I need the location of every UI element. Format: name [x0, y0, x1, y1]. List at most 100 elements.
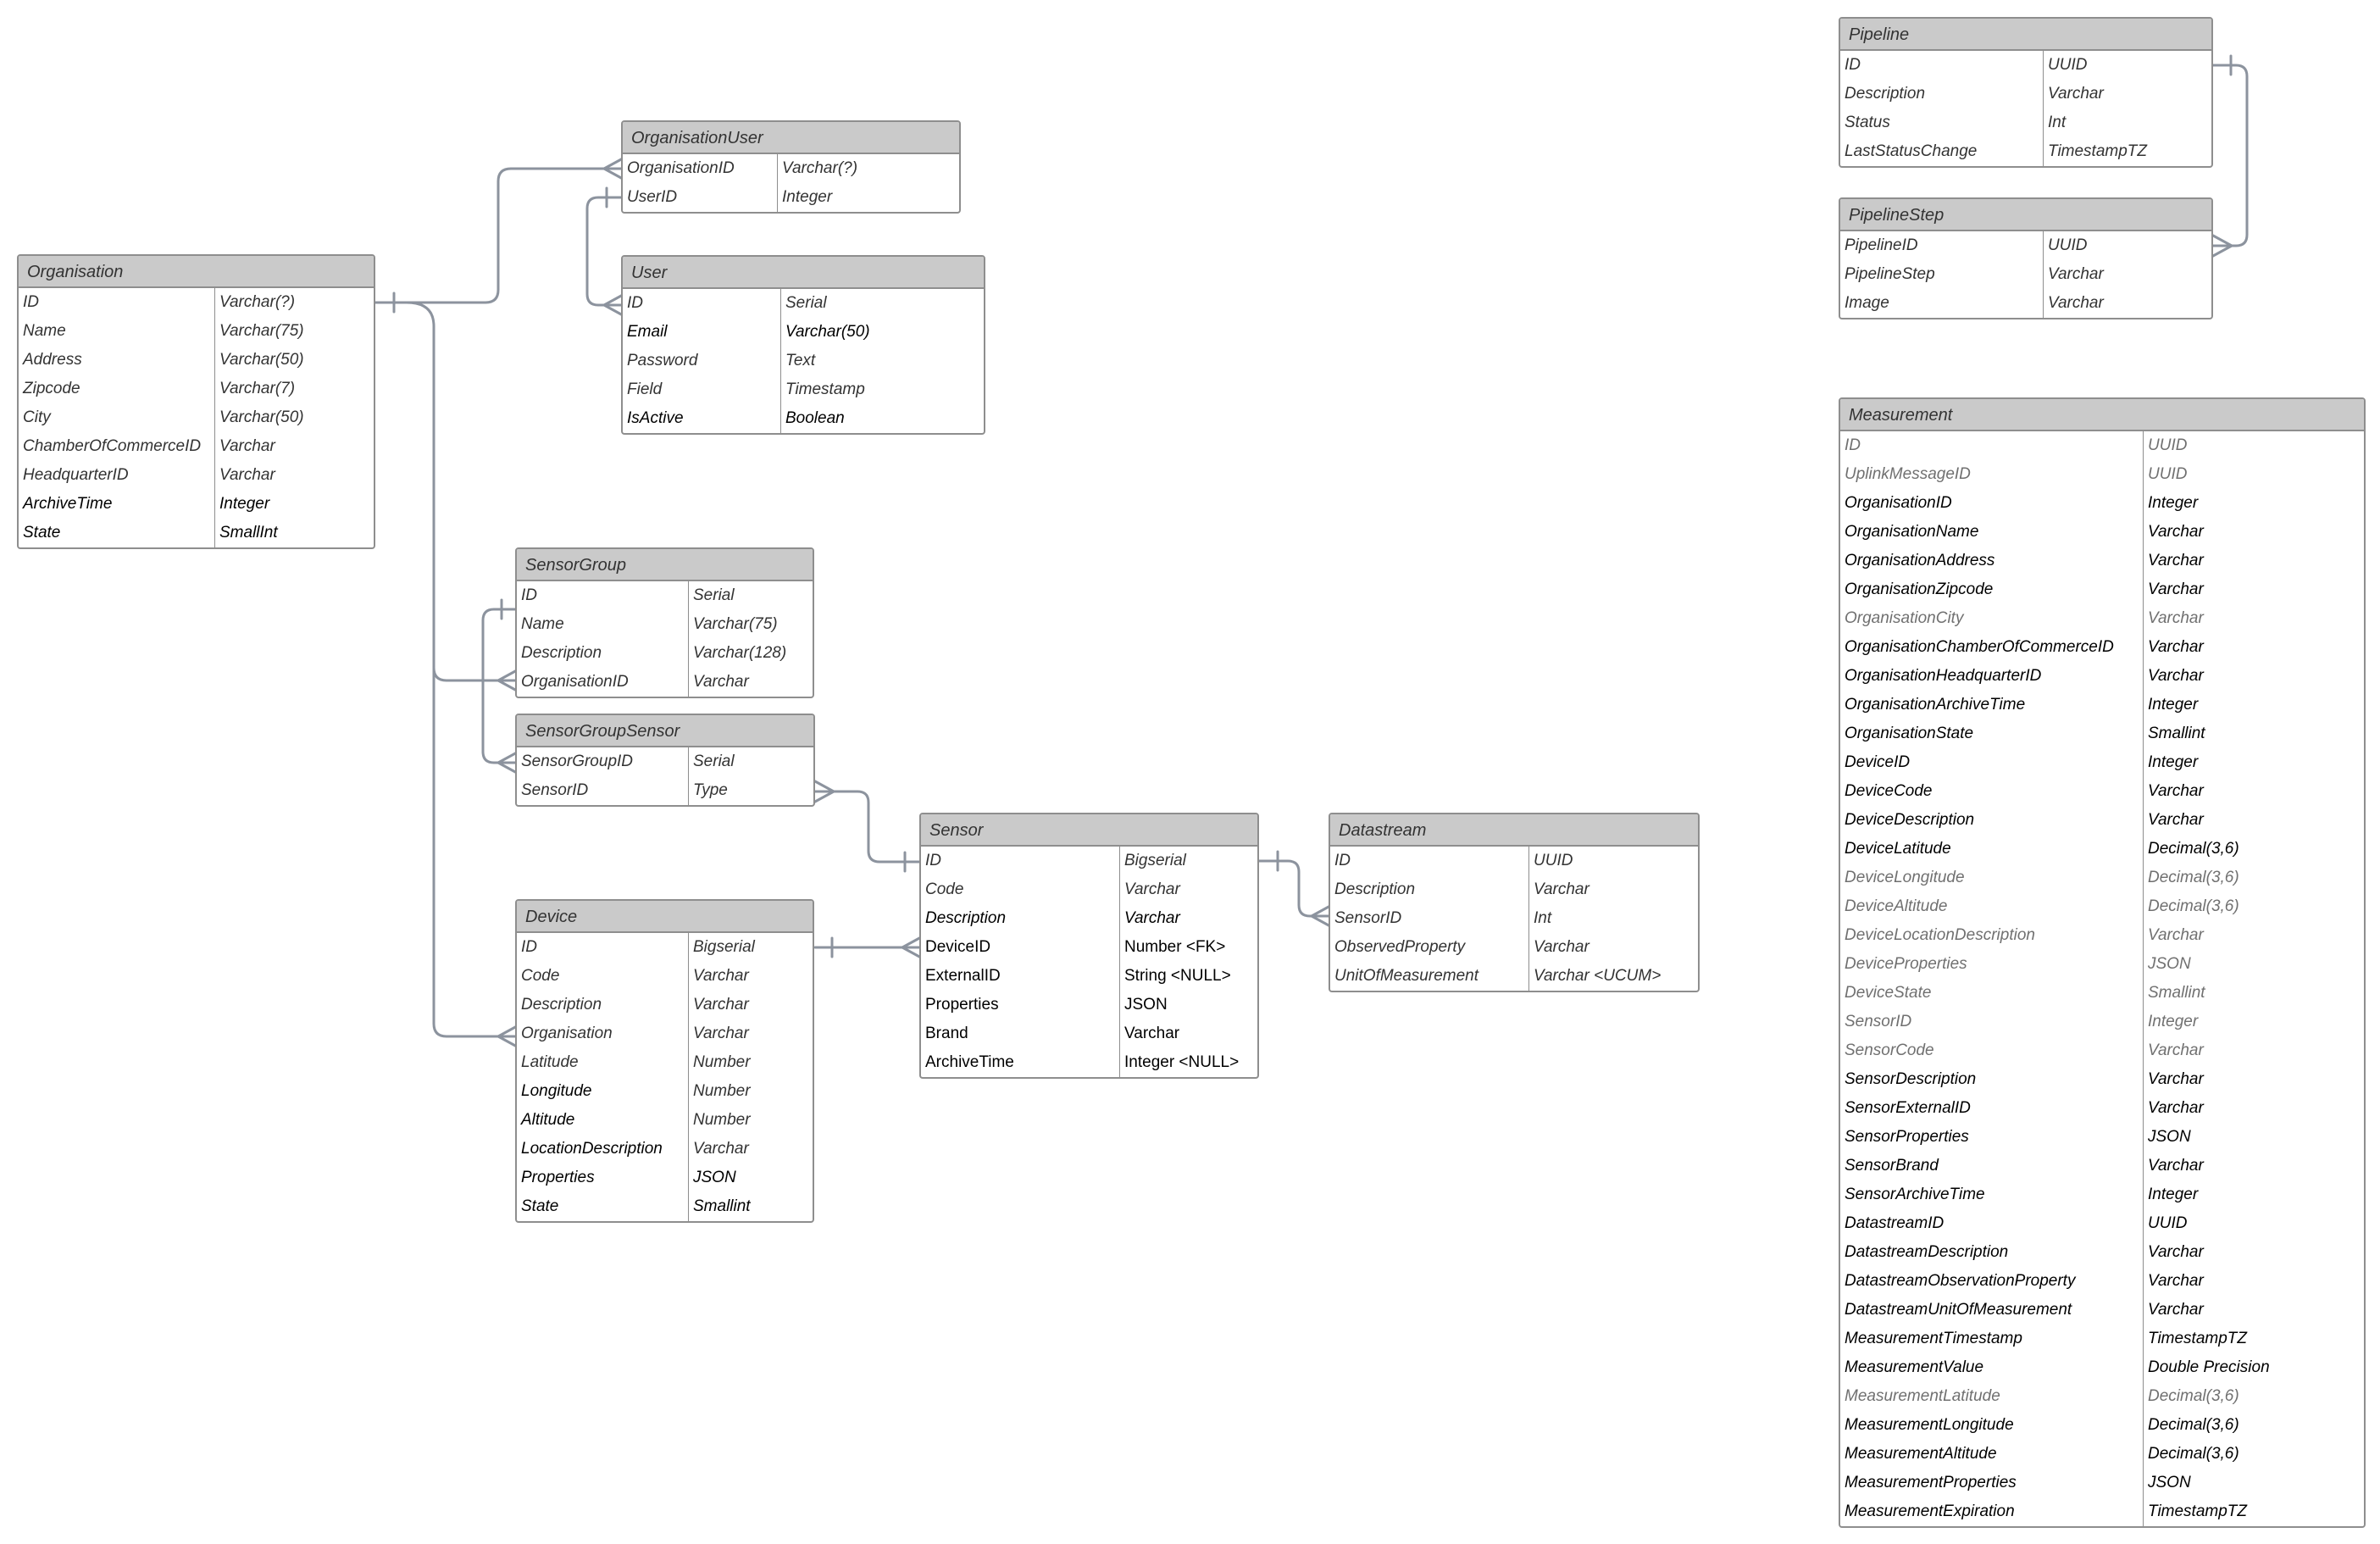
field-name: OrganisationChamberOfCommerceID [1840, 633, 2144, 662]
field-type: Varchar(50) [785, 323, 870, 341]
field-type: Varchar [2148, 580, 2204, 598]
connector-pipeline-pipelinestep [2211, 64, 2249, 247]
field-type: Varchar [2048, 294, 2104, 312]
field-name: Latitude [517, 1048, 689, 1077]
field-name: OrganisationCity [1840, 604, 2144, 633]
field-type: Number [693, 1111, 751, 1129]
field-type: UUID [2048, 236, 2088, 254]
connector-sensor-datastream [1257, 859, 1332, 918]
field-type: Integer [219, 495, 270, 513]
field-type: Varchar(75) [693, 615, 778, 633]
field-name: Zipcode [19, 375, 215, 403]
field-name: Password [623, 347, 781, 375]
field-type: Decimal(3,6) [2148, 1445, 2239, 1463]
field-type: Varchar [219, 437, 275, 455]
field-type: Varchar [1534, 880, 1589, 898]
field-name: Code [517, 962, 689, 991]
entity-pipelinestep[interactable]: PipelineStep PipelineID UUID PipelineSte… [1839, 197, 2213, 319]
field-type: Integer [2148, 696, 2199, 714]
field-type: Varchar [1534, 938, 1589, 956]
field-name: OrganisationArchiveTime [1840, 691, 2144, 719]
field-name: Description [517, 991, 689, 1019]
field-type: Bigserial [1124, 852, 1186, 869]
table-row: OrganisationID Varchar [517, 668, 813, 697]
field-name: OrganisationID [1840, 489, 2144, 518]
field-name: DeviceCode [1840, 777, 2144, 806]
field-name: Description [517, 639, 689, 668]
field-name: ChamberOfCommerceID [19, 432, 215, 461]
field-name: Longitude [517, 1077, 689, 1106]
field-type: Integer [2148, 1186, 2199, 1203]
entity-device[interactable]: Device ID Bigserial Code Varchar Descrip… [515, 899, 814, 1223]
field-name: SensorBrand [1840, 1152, 2144, 1180]
entity-title: Datastream [1330, 814, 1698, 847]
field-name: OrganisationState [1840, 719, 2144, 748]
field-type: Integer [2148, 753, 2199, 771]
field-type: Timestamp [785, 380, 865, 398]
field-type: Int [2048, 114, 2067, 131]
field-type: Varchar [2148, 782, 2204, 800]
field-name: ID [623, 289, 781, 318]
table-row: Altitude Number [517, 1106, 813, 1135]
crowfoot-marker [602, 157, 624, 181]
field-type: String <NULL> [1124, 967, 1231, 985]
field-name: SensorArchiveTime [1840, 1180, 2144, 1209]
field-type: Smallint [693, 1197, 751, 1215]
entity-organisation[interactable]: Organisation ID Varchar(?) Name Varchar(… [17, 254, 375, 549]
table-row: UnitOfMeasurement Varchar <UCUM> [1330, 962, 1698, 991]
field-type: Varchar [2148, 667, 2204, 685]
table-row: Code Varchar [517, 962, 813, 991]
field-type: Serial [785, 294, 827, 312]
field-type: Varchar(?) [219, 293, 296, 311]
entity-sensorgroupsensor[interactable]: SensorGroupSensor SensorGroupID Serial S… [515, 714, 815, 807]
field-name: LocationDescription [517, 1135, 689, 1164]
crowfoot-marker [497, 751, 519, 775]
field-type: Double Precision [2148, 1358, 2270, 1376]
field-type: TimestampTZ [2048, 142, 2148, 160]
entity-datastream[interactable]: Datastream ID UUID Description Varchar S… [1329, 813, 1700, 992]
field-name: SensorID [517, 776, 689, 805]
table-row: SensorID Int [1330, 904, 1698, 933]
field-type: Varchar [2048, 85, 2104, 103]
table-row: ID Bigserial [517, 933, 813, 962]
field-name: ID [1840, 431, 2144, 460]
field-name: Brand [921, 1019, 1120, 1048]
entity-sensorgroup[interactable]: SensorGroup ID Serial Name Varchar(75) D… [515, 547, 814, 698]
field-type: Integer [2148, 494, 2199, 512]
table-row: ID Serial [517, 581, 813, 610]
crowfoot-marker [901, 936, 923, 959]
table-row: UserID Integer [623, 183, 959, 212]
field-type: Varchar [693, 1140, 749, 1158]
field-type: Varchar [2148, 811, 2204, 829]
field-type: Text [785, 352, 816, 369]
field-type: Varchar [2148, 1243, 2204, 1261]
entity-sensor[interactable]: Sensor ID Bigserial Code Varchar Descrip… [919, 813, 1259, 1079]
field-type: Varchar(50) [219, 408, 304, 426]
field-type: UUID [2048, 56, 2088, 74]
table-row: ExternalID String <NULL> [921, 962, 1257, 991]
entity-user[interactable]: User ID Serial Email Varchar(50) Passwor… [621, 255, 985, 435]
table-row: ArchiveTime Integer [19, 490, 374, 519]
field-name: DeviceState [1840, 979, 2144, 1008]
entity-organisationuser[interactable]: OrganisationUser OrganisationID Varchar(… [621, 120, 961, 214]
field-type: Varchar [1124, 1025, 1180, 1042]
table-row: SensorID Type [517, 776, 813, 805]
field-type: Varchar [2148, 1272, 2204, 1290]
entity-pipeline[interactable]: Pipeline ID UUID Description Varchar Sta… [1839, 17, 2213, 168]
table-row: Password Text [623, 347, 984, 375]
